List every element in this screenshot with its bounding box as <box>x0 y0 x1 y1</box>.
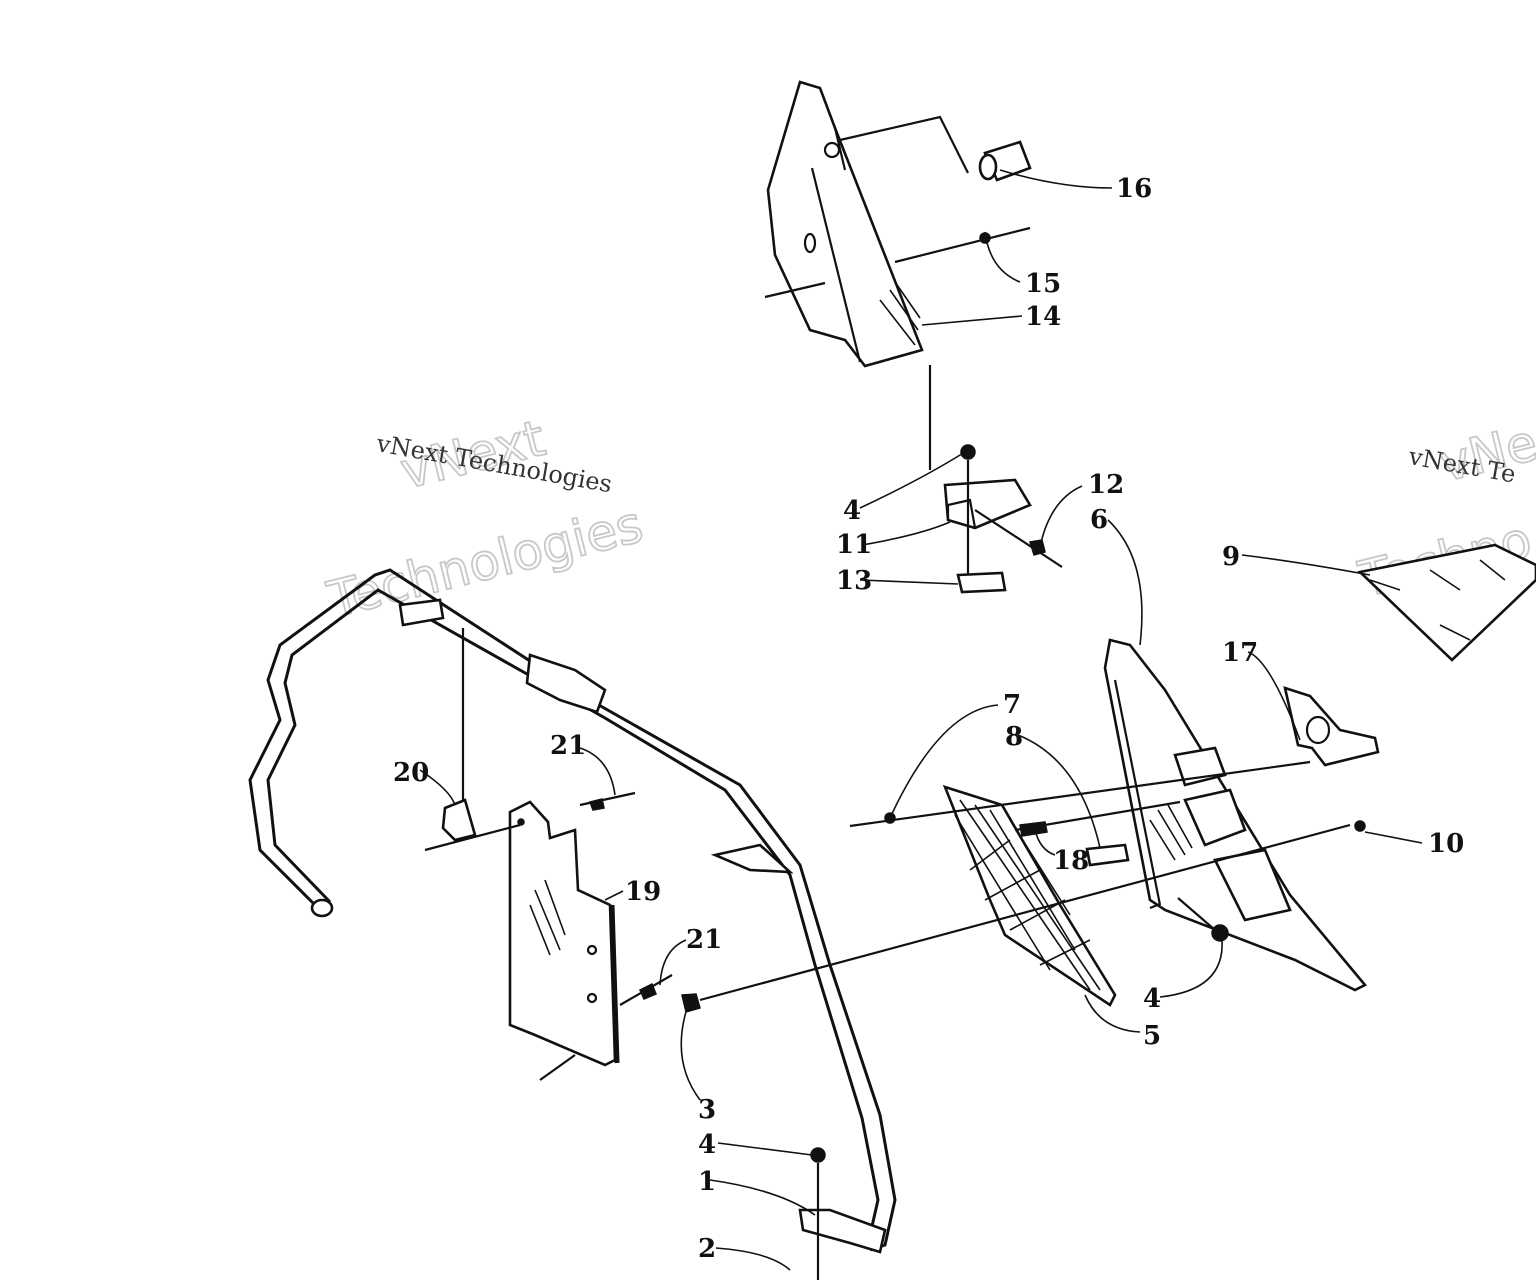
callout-17: 17 <box>1222 638 1258 668</box>
callout-21-lower: 21 <box>686 925 722 955</box>
callout-6: 6 <box>1090 505 1108 535</box>
part-11-small-bracket <box>943 444 1063 594</box>
part-4-nut-right <box>1211 924 1229 942</box>
callout-4-upper: 4 <box>843 496 861 526</box>
callout-10: 10 <box>1428 829 1464 859</box>
part-8-small-plate <box>1085 843 1130 867</box>
callout-3: 3 <box>698 1095 716 1125</box>
callout-14: 14 <box>1025 302 1061 332</box>
callout-21-upper: 21 <box>550 731 586 761</box>
callout-19: 19 <box>625 877 661 907</box>
part-16-bushing <box>978 140 1032 182</box>
callout-11: 11 <box>836 530 872 560</box>
callout-2: 2 <box>698 1234 716 1264</box>
callout-8: 8 <box>1005 722 1023 752</box>
callout-4-lower: 4 <box>698 1130 716 1160</box>
part-20-clamp <box>424 798 521 852</box>
part-21-screws <box>579 791 673 1006</box>
part-19-plate <box>508 800 620 1081</box>
callout-9: 9 <box>1222 542 1240 572</box>
part-3-nut <box>681 993 701 1013</box>
callout-1: 1 <box>698 1167 716 1197</box>
callout-5: 5 <box>1143 1021 1161 1051</box>
callout-12: 12 <box>1088 470 1124 500</box>
callout-15: 15 <box>1025 269 1061 299</box>
part-17-angle-bracket <box>1283 686 1380 767</box>
callout-18: 18 <box>1053 846 1089 876</box>
callout-7: 7 <box>1003 690 1021 720</box>
part-5-mesh-panel <box>942 784 1117 1007</box>
callout-16: 16 <box>1116 174 1152 204</box>
callout-13: 13 <box>836 566 872 596</box>
callout-labels: 16 15 14 12 4 11 13 6 9 17 7 8 10 18 4 5… <box>393 174 1464 1264</box>
leader-lines <box>419 169 1423 1271</box>
part-9-plate <box>1357 543 1536 662</box>
watermark-brand-line2: Technologies <box>322 495 649 629</box>
callout-20: 20 <box>393 758 429 788</box>
part-14-bracket-plate <box>764 80 969 470</box>
part-6-side-panel <box>1103 638 1368 992</box>
callout-4-right: 4 <box>1143 984 1161 1014</box>
part-15-screw <box>894 226 1031 264</box>
part-1-bumper-tube <box>248 568 897 1280</box>
